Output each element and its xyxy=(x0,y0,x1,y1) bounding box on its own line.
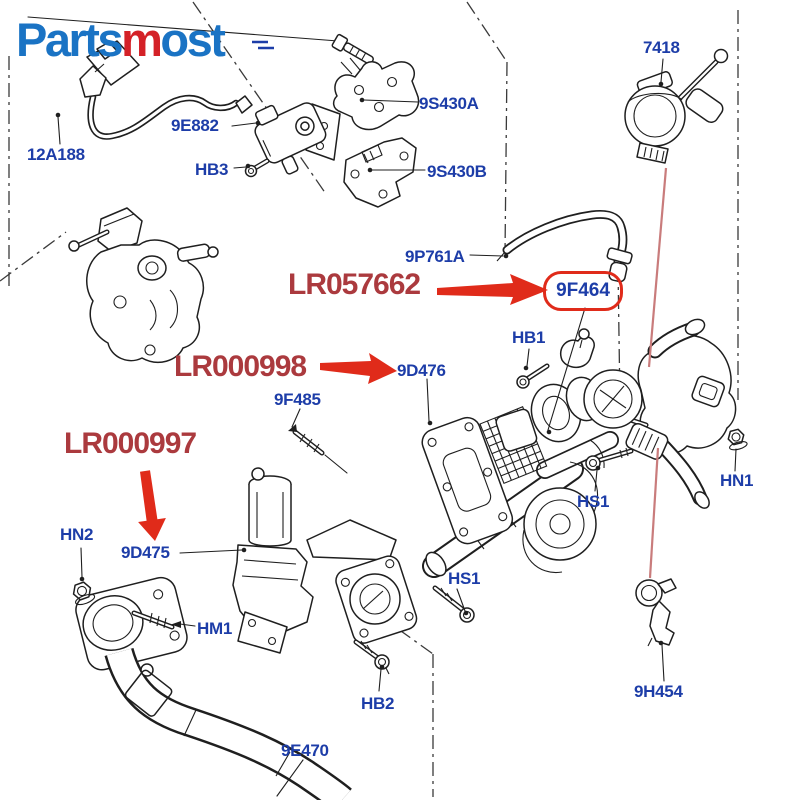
part-label-hb1: HB1 xyxy=(512,328,546,347)
mount-bracket-9s430a-drawing xyxy=(332,57,420,131)
hidden-label-fragment xyxy=(252,40,274,50)
part-label-hb2: HB2 xyxy=(361,694,395,713)
gasket-bracket-9h454-drawing xyxy=(635,578,677,647)
stud-9f485-drawing xyxy=(292,429,325,456)
logo-text-parts: Parts xyxy=(16,13,124,66)
part-label-hn2: HN2 xyxy=(60,525,94,544)
part-label-9f485: 9F485 xyxy=(274,390,321,409)
part-label-9e882: 9E882 xyxy=(171,116,219,135)
fasteners-drawing xyxy=(72,363,748,675)
part-label-hs1-center: HS1 xyxy=(448,569,481,588)
part-label-hs1-right: HS1 xyxy=(577,492,610,511)
part-label-7418: 7418 xyxy=(643,38,680,57)
nut-hn2-drawing xyxy=(72,581,96,606)
part-label-9p761a: 9P761A xyxy=(405,247,465,266)
callout-lr000998: LR000998 xyxy=(174,350,307,383)
logo-text-m: m xyxy=(121,13,163,66)
part-label-9s430b: 9S430B xyxy=(427,162,487,181)
bolt-hs1-right-drawing xyxy=(585,447,634,471)
callout-lr057662: LR057662 xyxy=(288,268,421,301)
bolt-hs1-center-drawing xyxy=(432,585,475,623)
part-label-hb3: HB3 xyxy=(195,160,229,179)
callout-lr000997: LR000997 xyxy=(64,427,197,460)
part-badge-9f464: 9F464 xyxy=(543,271,623,311)
leader-lines xyxy=(57,58,737,797)
leader-dots xyxy=(55,81,664,670)
part-label-9h454: 9H454 xyxy=(634,682,683,701)
part-label-hn1: HN1 xyxy=(720,471,754,490)
part-label-9d476: 9D476 xyxy=(397,361,446,380)
red-callout-graphics xyxy=(138,167,668,579)
arrow-lr000997 xyxy=(138,470,166,541)
nut-hn1-drawing xyxy=(727,428,748,451)
stud-hm1-drawing xyxy=(131,610,175,630)
egr-cooler-assembly-drawing xyxy=(421,318,737,578)
part-label-hm1: HM1 xyxy=(197,619,232,638)
fuel-pump-drawing xyxy=(68,207,219,363)
logo-text-ost: ost xyxy=(160,13,226,66)
harness-connector-12a188-drawing xyxy=(79,40,253,140)
arrow-lr057662 xyxy=(437,274,548,305)
bolt-hb1-drawing xyxy=(516,363,550,389)
egr-valve-assembly-9d475-drawing xyxy=(232,467,418,654)
part-label-9s430a: 9S430A xyxy=(419,94,479,113)
turbo-actuator-7418-drawing xyxy=(624,48,729,164)
part-label-9e470: 9E470 xyxy=(281,741,329,760)
bolt-hb2-drawing xyxy=(353,639,390,675)
part-label-12a188: 12A188 xyxy=(27,145,85,164)
bracket-plate-9s430b-drawing xyxy=(343,137,417,208)
arrow-lr000998 xyxy=(320,353,397,384)
part-label-9d475: 9D475 xyxy=(121,543,170,562)
gasket-9d476-drawing xyxy=(421,416,514,545)
bolt-hb3-drawing xyxy=(244,158,270,178)
vacuum-solenoid-9e882-drawing xyxy=(244,102,341,178)
coolant-pipe-9e470-drawing xyxy=(75,576,352,800)
partsmost-logo: Partsmost xyxy=(16,12,226,67)
